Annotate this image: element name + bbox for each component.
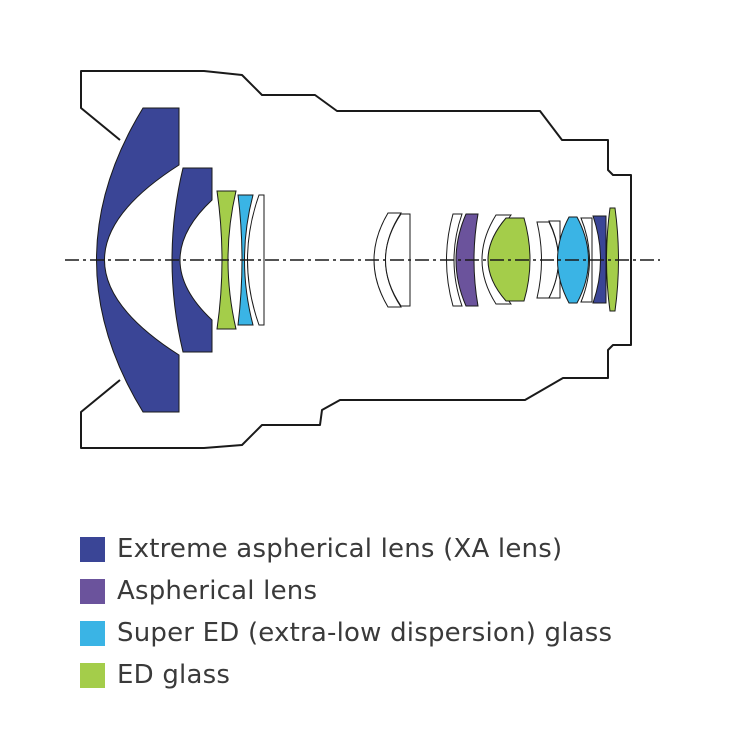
legend-label: Aspherical lens [117, 576, 318, 606]
legend-item-xa: Extreme aspherical lens (XA lens) [80, 528, 612, 570]
legend-swatch [80, 620, 105, 646]
legend-label: ED glass [117, 660, 231, 690]
lens-element-plain [247, 194, 265, 326]
legend-item-super-ed: Super ED (extra-low dispersion) glass [80, 612, 612, 654]
super-ed-lens-front [237, 194, 254, 326]
legend: Extreme aspherical lens (XA lens) Aspher… [80, 528, 612, 696]
lens-element-plain [580, 217, 593, 303]
lens-construction-diagram [65, 70, 660, 449]
legend-swatch [80, 578, 105, 604]
lens-barrel-outline [80, 70, 632, 449]
ed-lens-last [606, 207, 619, 312]
legend-label: Super ED (extra-low dispersion) glass [117, 618, 613, 648]
xa-lens-rear [592, 215, 607, 304]
legend-item-aspherical: Aspherical lens [80, 570, 612, 612]
xa-lens-1 [96, 107, 180, 413]
lens-element-plain [548, 220, 561, 299]
legend-item-ed: ED glass [80, 654, 612, 696]
legend-label: Extreme aspherical lens (XA lens) [117, 534, 563, 564]
lens-element-plain [446, 213, 463, 307]
legend-swatch [80, 536, 105, 562]
legend-swatch [80, 662, 105, 688]
xa-lens-2 [171, 167, 213, 353]
